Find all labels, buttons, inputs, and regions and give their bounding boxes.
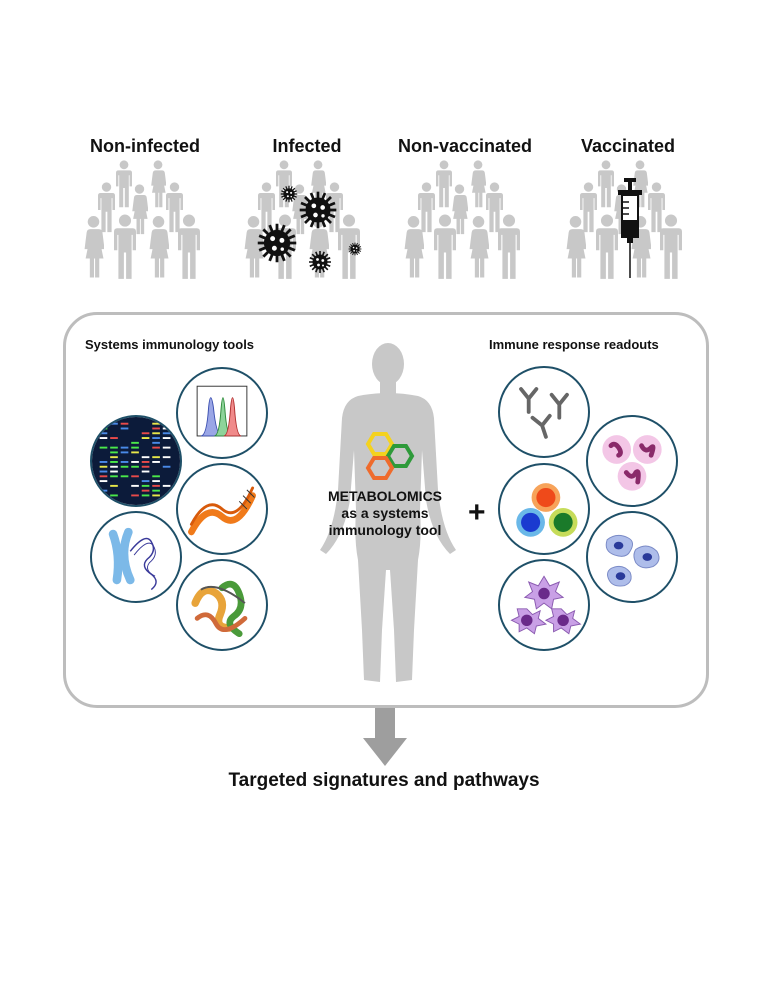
dendritic-cell-icon <box>510 575 582 635</box>
crowd-infected <box>238 160 362 295</box>
metabolomics-label: METABOLOMICS as a systems immunology too… <box>300 488 470 539</box>
flow-cytometry-histogram-icon <box>196 385 248 437</box>
rna-strand-icon <box>188 486 256 536</box>
group-title-infected: Infected <box>272 136 342 156</box>
virus-icon <box>280 185 298 203</box>
crowd-vaccinated <box>560 160 700 295</box>
chromosome-icon <box>108 527 157 591</box>
protein-structure-icon <box>191 580 248 638</box>
dna-sequencing-circle <box>90 415 182 507</box>
dendritic-cell-circle <box>498 559 590 651</box>
group-title-vaccinated: Vaccinated <box>580 136 676 156</box>
chromosome-circle <box>90 511 182 603</box>
metabolomics-line-1: METABOLOMICS <box>327 488 443 504</box>
neutrophil-icon <box>602 435 662 491</box>
antibody-icon <box>519 387 569 439</box>
left-heading: Systems immunology tools <box>85 337 255 352</box>
virus-icon <box>298 190 338 230</box>
metabolomics-line-3: immunology tool <box>328 522 442 538</box>
down-arrow-icon <box>363 708 407 766</box>
metabolomics-line-2: as a systems <box>341 505 429 521</box>
dna-sequencing-gel-icon <box>92 417 180 505</box>
group-title-non-vaccinated: Non-vaccinated <box>397 136 533 156</box>
bottom-title: Targeted signatures and pathways <box>228 770 540 791</box>
crowd-non-vaccinated <box>398 160 538 295</box>
neutrophil-circle <box>586 415 678 507</box>
virus-icon <box>256 222 298 264</box>
protein-circle <box>176 559 268 651</box>
crowd-non-infected <box>78 160 218 295</box>
lymphocyte-circle <box>498 463 590 555</box>
syringe-icon <box>618 178 642 278</box>
metabolite-hexagon-icon <box>365 432 415 480</box>
right-heading: Immune response readouts <box>489 337 659 352</box>
human-silhouette <box>320 343 456 682</box>
macrophage-circle <box>586 511 678 603</box>
plus-sign: + <box>468 496 486 529</box>
virus-icon <box>308 250 332 274</box>
virus-icon <box>348 242 362 256</box>
antibody-circle <box>498 366 590 458</box>
macrophage-icon <box>605 534 660 587</box>
lymphocyte-icon <box>516 483 578 537</box>
rna-circle <box>176 463 268 555</box>
flow-cytometry-circle <box>176 367 268 459</box>
group-title-non-infected: Non-infected <box>90 136 200 156</box>
